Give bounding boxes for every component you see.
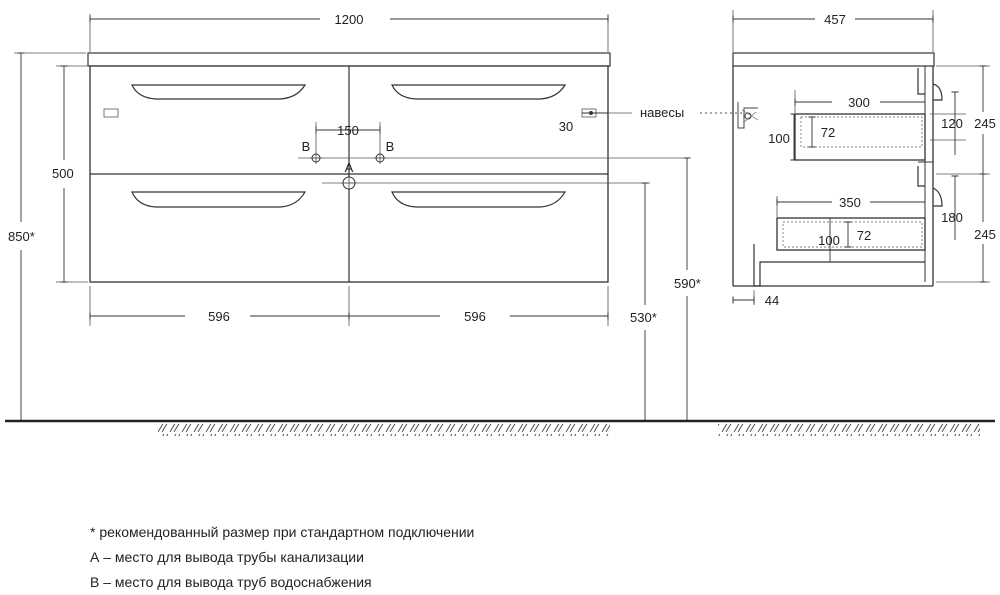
front-view: 1200 596 596 850* 500 150 B B A 30 навес… [8, 12, 744, 422]
dim-overall-width: 1200 [335, 12, 364, 27]
dim-floor-to-outlet: 590* [674, 276, 701, 291]
handle-bottom-left [131, 191, 307, 208]
upper-drawer [794, 113, 926, 161]
dim-upper-drawer-depth: 300 [848, 95, 870, 110]
wall-hanger [737, 102, 759, 129]
dim-upper-drawer-height: 100 [768, 131, 790, 146]
dim-lower-front-gap: 180 [941, 210, 963, 225]
dim-lower-drawer-depth: 350 [839, 195, 861, 210]
front-countertop [87, 52, 611, 67]
hanger-left [103, 108, 119, 118]
lower-drawer [776, 217, 926, 251]
dim-overall-height: 850* [8, 229, 35, 244]
dim-plinth-offset: 44 [765, 293, 779, 308]
dim-lower-inner-height: 72 [857, 228, 871, 243]
dim-upper-front-height: 245 [974, 116, 996, 131]
handle-bottom-right [391, 191, 567, 208]
dim-lower-drawer-height: 100 [818, 233, 840, 248]
note-recommended-size: * рекомендованный размер при стандартном… [90, 524, 475, 540]
label-point-b-left: B [302, 139, 311, 154]
dim-upper-front-gap: 120 [941, 116, 963, 131]
note-point-b: В – место для вывода труб водоснабжения [90, 574, 372, 590]
note-point-a: А – место для вывода трубы канализации [90, 549, 364, 565]
dim-floor-to-body: 530* [630, 310, 657, 325]
handle-top-left [131, 84, 307, 100]
dim-depth: 457 [824, 12, 846, 27]
floor-line [5, 419, 995, 436]
dim-pipe-spacing: 150 [337, 123, 359, 138]
label-point-a: A [345, 160, 354, 175]
side-countertop [732, 52, 935, 67]
side-view: 457 300 100 72 120 245 350 100 72 180 24… [732, 10, 996, 308]
dim-module-left: 596 [208, 309, 230, 324]
label-hinges: навесы [640, 105, 684, 120]
dim-module-right: 596 [464, 309, 486, 324]
label-point-b-right: B [386, 139, 395, 154]
handle-top-right [391, 84, 567, 100]
dim-hinge-offset: 30 [559, 119, 573, 134]
dim-upper-inner-height: 72 [821, 125, 835, 140]
dim-lower-front-height: 245 [974, 227, 996, 242]
legend-notes: * рекомендованный размер при стандартном… [90, 520, 790, 595]
dim-body-height: 500 [52, 166, 74, 181]
